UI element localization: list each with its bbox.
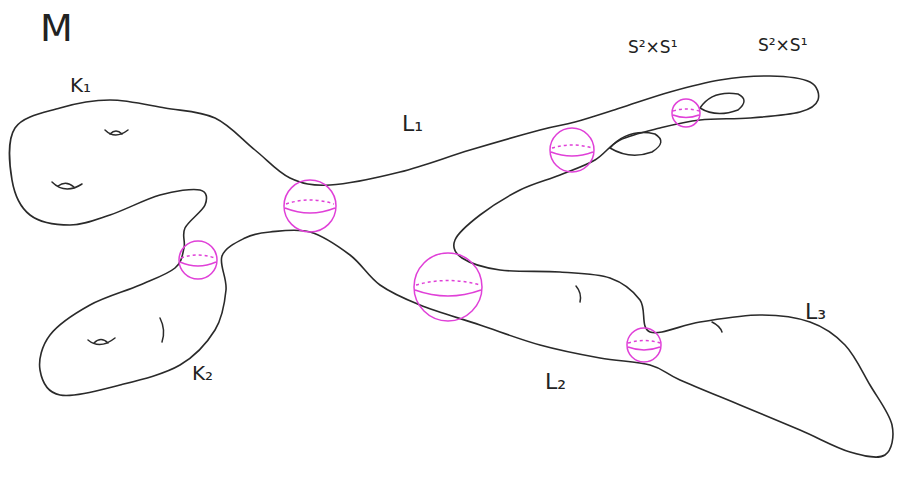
separating-spheres [179, 99, 700, 362]
piece-label: S²×S¹ [758, 36, 807, 55]
manifold-outline [10, 76, 893, 457]
piece-label: L₃ [805, 300, 826, 324]
piece-label: L₁ [402, 112, 423, 136]
piece-label: K₂ [192, 362, 213, 384]
piece-label: K₁ [70, 74, 91, 96]
piece-label: S²×S¹ [628, 38, 677, 57]
handle-marks [52, 93, 744, 344]
piece-label: L₂ [545, 370, 566, 394]
manifold-name: M [40, 8, 73, 50]
